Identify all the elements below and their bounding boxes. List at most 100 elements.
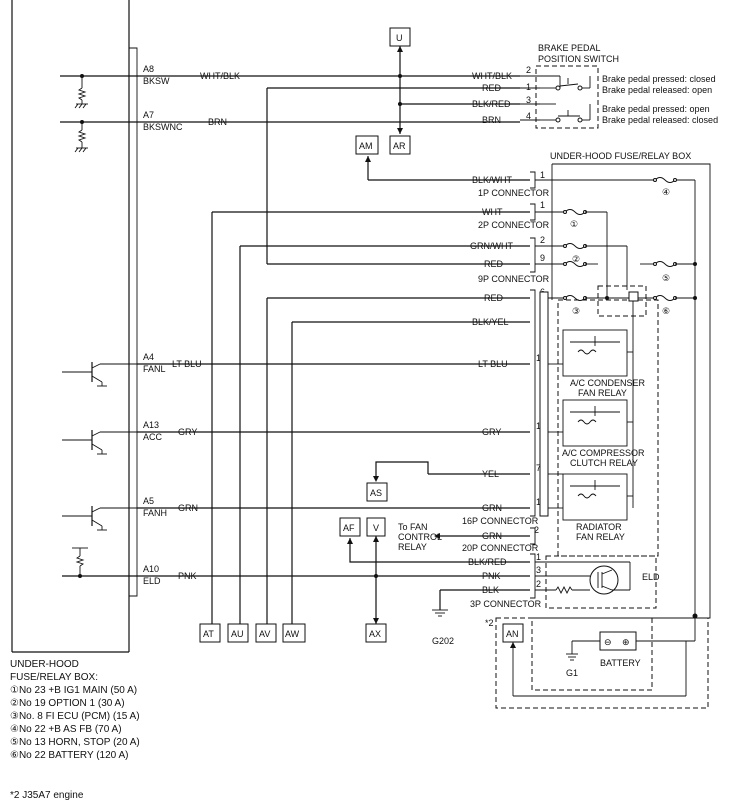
fb-wire-blkyel: BLK/YEL bbox=[472, 317, 509, 327]
ref-box-ar bbox=[389, 135, 411, 155]
ref-v: V bbox=[373, 523, 379, 533]
switch-title-1: BRAKE PEDAL bbox=[538, 43, 601, 53]
conn-9p: 9P CONNECTOR bbox=[478, 274, 550, 284]
switch-pin-1: 2 bbox=[526, 65, 531, 75]
relay-radiator-2: FAN RELAY bbox=[576, 532, 625, 542]
legend-title-1: UNDER-HOOD bbox=[10, 659, 79, 670]
legend-item: ⑥No 22 BATTERY (120 A) bbox=[10, 750, 129, 761]
switch-wire-4: BRN bbox=[482, 115, 501, 125]
switch-state-3: Brake pedal pressed: open bbox=[602, 104, 710, 114]
wire-label-brn-pcm: BRN bbox=[208, 117, 227, 127]
ref-aw: AW bbox=[285, 629, 300, 639]
star-2: *2 bbox=[485, 618, 494, 628]
legend-item: ①No 23 +B IG1 MAIN (50 A) bbox=[10, 685, 138, 696]
fuse-5: ⑤ bbox=[662, 273, 670, 283]
fb-wire-gry: GRY bbox=[482, 427, 501, 437]
reference-boxes: U AR AM AS AF V AT AU AV AW AX AN bbox=[199, 27, 524, 643]
switch-state-1: Brake pedal pressed: closed bbox=[602, 74, 716, 84]
ref-an: AN bbox=[506, 629, 519, 639]
switch-state-2: Brake pedal released: open bbox=[602, 85, 712, 95]
relay-radiator-1: RADIATOR bbox=[576, 522, 622, 532]
conn-1p: 1P CONNECTOR bbox=[478, 188, 550, 198]
fuse-legend: UNDER-HOOD FUSE/RELAY BOX: ①No 23 +B IG1… bbox=[10, 658, 140, 762]
fuse-box-wires: BLK/WHT 1 1P CONNECTOR WHT 1 2P CONNECTO… bbox=[211, 156, 550, 646]
pin-a5: A5 bbox=[143, 496, 154, 506]
ref-box-at bbox=[199, 623, 221, 643]
wire-label-ltblu-pcm: LT BLU bbox=[172, 359, 202, 369]
relay-condenser-1: A/C CONDENSER bbox=[570, 378, 646, 388]
ref-au: AU bbox=[231, 629, 244, 639]
fb-wire-ltblu: LT BLU bbox=[478, 359, 508, 369]
conn-3p: 3P CONNECTOR bbox=[470, 599, 542, 609]
ref-ax: AX bbox=[369, 629, 381, 639]
switch-pin-4: 4 bbox=[526, 111, 531, 121]
ref-box-au bbox=[227, 623, 249, 643]
fb-pin-blkwht: 1 bbox=[540, 170, 545, 180]
conn-2p: 2P CONNECTOR bbox=[478, 220, 550, 230]
ref-box-aw bbox=[282, 623, 306, 643]
wire-label-pnk-pcm: PNK bbox=[178, 571, 197, 581]
eld-label: ELD bbox=[642, 572, 660, 582]
switch-wire-1: WHT/BLK bbox=[472, 71, 512, 81]
battery-section: *2 ⊖ ⊕ BATTERY G1 bbox=[485, 616, 709, 709]
ref-box-av bbox=[255, 623, 277, 643]
pin-a4: A4 bbox=[143, 352, 154, 362]
battery-label: BATTERY bbox=[600, 658, 641, 668]
ref-at: AT bbox=[203, 629, 214, 639]
brake-switch-wiring bbox=[266, 46, 520, 264]
ref-af: AF bbox=[343, 523, 355, 533]
fb-pin-red-9: 9 bbox=[540, 253, 545, 263]
switch-pin-2: 1 bbox=[526, 82, 531, 92]
battery-plus: ⊕ bbox=[622, 637, 630, 647]
legend-item: ③No. 8 FI ECU (PCM) (15 A) bbox=[10, 711, 140, 722]
fb-pin-pnk: 3 bbox=[536, 565, 541, 575]
fb-pin-blkred: 1 bbox=[536, 552, 541, 562]
fb-wire-blkred: BLK/RED bbox=[468, 557, 507, 567]
brake-pedal-switch: BRAKE PEDAL POSITION SWITCH Brake pedal … bbox=[472, 43, 718, 129]
fuse-box-internals: ④ ① ② ⑤ ③ ⑥ bbox=[535, 177, 698, 619]
pin-a5-name: FANH bbox=[143, 508, 167, 518]
relay-condenser-2: FAN RELAY bbox=[578, 388, 627, 398]
switch-pin-3: 3 bbox=[526, 95, 531, 105]
fb-wire-pnk: PNK bbox=[482, 571, 501, 581]
fuse-box-title: UNDER-HOOD FUSE/RELAY BOX bbox=[550, 151, 691, 161]
pin-a13-name: ACC bbox=[143, 432, 163, 442]
legend-item: ②No 19 OPTION 1 (30 A) bbox=[10, 698, 125, 709]
fb-pin-grnwht: 2 bbox=[540, 235, 545, 245]
legend-item: ⑤No 13 HORN, STOP (20 A) bbox=[10, 737, 140, 748]
fb-wire-red-9: RED bbox=[484, 259, 504, 269]
pin-a4-name: FANL bbox=[143, 364, 166, 374]
switch-state-4: Brake pedal released: closed bbox=[602, 115, 718, 125]
ref-box-af bbox=[339, 517, 361, 537]
legend-title-2: FUSE/RELAY BOX: bbox=[10, 672, 98, 683]
fb-pin-wht: 1 bbox=[540, 200, 545, 210]
fb-wire-wht: WHT bbox=[482, 207, 503, 217]
relay-compressor-2: CLUTCH RELAY bbox=[570, 458, 638, 468]
wire-label-gry-pcm: GRY bbox=[178, 427, 197, 437]
fb-pin-yel: 7 bbox=[536, 463, 541, 473]
fb-wire-red-6: RED bbox=[484, 293, 504, 303]
ref-am: AM bbox=[359, 141, 373, 151]
pin-a7: A7 bbox=[143, 110, 154, 120]
fuse-4: ④ bbox=[662, 187, 670, 197]
wire-label-grn-pcm: GRN bbox=[178, 503, 198, 513]
ref-ar: AR bbox=[393, 141, 406, 151]
conn-16p: 16P CONNECTOR bbox=[462, 516, 539, 526]
fb-wire-blk: BLK bbox=[482, 585, 499, 595]
to-fan-1: To FAN bbox=[398, 522, 428, 532]
pcm-internal-circuits bbox=[60, 74, 137, 578]
pin-a13: A13 bbox=[143, 420, 159, 430]
conn-20p: 20P CONNECTOR bbox=[462, 543, 539, 553]
to-fan-3: RELAY bbox=[398, 542, 427, 552]
fb-pin-blk: 2 bbox=[536, 579, 541, 589]
fuse-2: ② bbox=[572, 254, 580, 264]
pcm-pin-labels: A8 BKSW A7 BKSWNC A4 FANL A13 ACC A5 FAN… bbox=[143, 64, 183, 586]
fb-wire-grnwht: GRN/WHT bbox=[470, 241, 513, 251]
ground-g1: G1 bbox=[566, 668, 578, 678]
pin-a10: A10 bbox=[143, 564, 159, 574]
to-fan-2: CONTROL bbox=[398, 532, 442, 542]
pcm-wires: WHT/BLK BRN LT BLU GRY GRN PNK bbox=[137, 71, 530, 581]
eld-unit: ELD bbox=[535, 555, 660, 609]
ref-av: AV bbox=[259, 629, 270, 639]
relays: A/C CONDENSER FAN RELAY A/C COMPRESSOR C… bbox=[548, 329, 646, 542]
